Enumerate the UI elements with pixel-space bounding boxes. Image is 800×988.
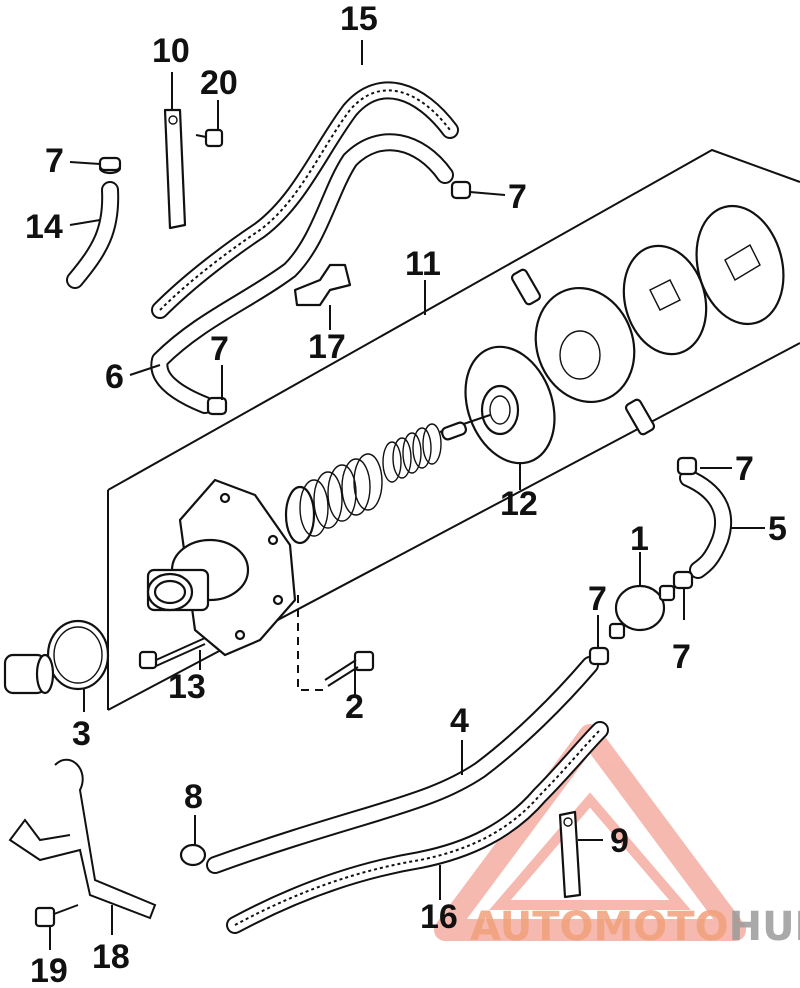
callout-10: 10 <box>152 32 190 70</box>
callout-14: 14 <box>25 208 63 246</box>
callout-13: 13 <box>168 668 206 706</box>
pump-cover <box>510 268 656 436</box>
callout-7-right: 7 <box>735 450 754 488</box>
fuel-filter <box>608 584 676 640</box>
svg-text:AUTOMOTOHUB: AUTOMOTOHUB <box>470 904 800 950</box>
bracket-18 <box>8 758 157 928</box>
callout-7-top-left: 7 <box>45 142 64 180</box>
callout-9: 9 <box>610 822 629 860</box>
callout-18: 18 <box>92 938 130 976</box>
bolt-13 <box>138 637 206 670</box>
hose-16 <box>226 721 609 934</box>
callout-16: 16 <box>420 898 458 936</box>
callout-6: 6 <box>105 358 124 396</box>
elbow-14 <box>66 161 122 289</box>
watermark-hub: HUB <box>729 904 800 950</box>
callout-11: 11 <box>405 245 441 283</box>
callout-19: 19 <box>30 952 68 988</box>
callout-7-filter-left: 7 <box>588 580 607 618</box>
leader-lines <box>49 40 765 950</box>
callout-7-top-right: 7 <box>508 178 527 216</box>
callout-5: 5 <box>768 510 787 548</box>
callout-12: 12 <box>500 485 538 523</box>
callout-17: 17 <box>308 328 346 366</box>
callout-1: 1 <box>630 520 649 558</box>
dashed-leader <box>297 595 325 691</box>
pump-body <box>146 478 297 657</box>
clip-9 <box>558 810 582 899</box>
small-spring <box>382 423 442 483</box>
large-spring <box>284 453 383 545</box>
clip-17 <box>293 263 352 307</box>
bracket-10 <box>163 108 224 230</box>
callout-2: 2 <box>345 688 364 726</box>
callout-15: 15 <box>340 0 378 38</box>
clamp-8 <box>179 843 207 867</box>
callout-4: 4 <box>450 702 469 740</box>
callout-3: 3 <box>72 715 91 753</box>
oring-and-cap <box>3 619 110 695</box>
callout-7-filter-right: 7 <box>672 638 691 676</box>
watermark-automoto: AUTOMOTO <box>470 904 729 950</box>
watermark-text: AUTOMOTOHUB <box>470 904 800 950</box>
diaphragm-plate <box>439 345 556 465</box>
hose-6 <box>150 133 454 414</box>
watermark-logo <box>434 724 746 941</box>
hose-4 <box>206 656 599 874</box>
callout-8: 8 <box>184 778 203 816</box>
callout-labels: 15 10 20 7 7 14 11 17 7 6 7 5 12 1 7 7 1… <box>25 0 787 988</box>
hose-15 <box>151 81 459 319</box>
hose-5 <box>679 469 733 579</box>
callout-7-center: 7 <box>210 330 229 368</box>
callout-20: 20 <box>200 64 238 102</box>
gaskets <box>622 204 785 356</box>
bolt-2 <box>324 650 375 687</box>
